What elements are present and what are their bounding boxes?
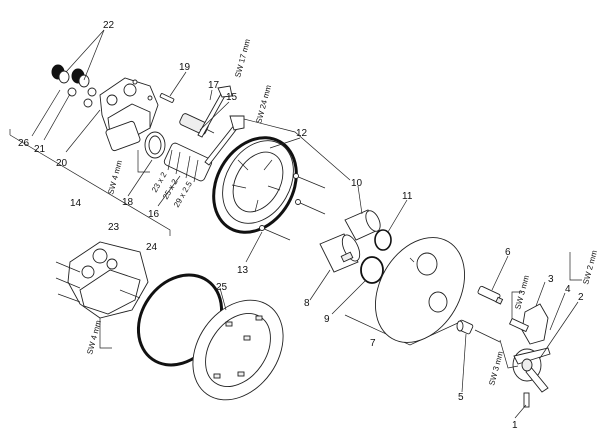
callout-23: 23: [108, 222, 120, 233]
cover-plate: [192, 299, 284, 401]
insert-5: [456, 319, 501, 343]
callout-20: 20: [56, 158, 68, 169]
wrench-sw24: [204, 115, 245, 166]
callout-15: 15: [226, 92, 238, 103]
callout-18: 18: [122, 197, 134, 208]
o-ring-18: [144, 131, 166, 159]
o-ring-11: [374, 229, 392, 251]
label-sw2: SW 2 mm: [581, 249, 599, 286]
callout-25: 25: [216, 282, 228, 293]
screw-19: [159, 93, 175, 103]
callout-26: 26: [18, 138, 30, 149]
wrench-sw17: [197, 85, 233, 138]
callout-8: 8: [304, 298, 310, 309]
callout-21: 21: [34, 144, 46, 155]
callout-22: 22: [103, 20, 115, 31]
callout-16: 16: [148, 209, 160, 220]
callout-10: 10: [351, 178, 363, 189]
extension-sleeve-8: [319, 233, 361, 273]
callout-12: 12: [296, 128, 308, 139]
callout-3: 3: [548, 274, 554, 285]
callout-9: 9: [324, 314, 330, 325]
label-sw4-lower: SW 4 mm: [85, 319, 103, 356]
callout-2: 2: [578, 292, 584, 303]
sleeve-6: [477, 285, 504, 305]
hex-key-sw4-upper: [137, 150, 150, 173]
callout-17: 17: [208, 80, 220, 91]
callout-6: 6: [505, 247, 511, 258]
callout-13: 13: [237, 265, 249, 276]
callout-14: 14: [70, 198, 82, 209]
callout-24: 24: [146, 242, 158, 253]
screws-13: [259, 173, 326, 241]
handle-3: [508, 303, 549, 345]
seal-ring-12: [212, 136, 298, 234]
handle-cross-2: [512, 347, 551, 393]
hex-key-sw3-upper: [511, 291, 522, 318]
callout-11: 11: [402, 191, 413, 202]
o-ring-9: [360, 256, 384, 284]
bracket-7: [344, 314, 461, 346]
callout-1: 1: [512, 420, 518, 431]
callout-7: 7: [370, 338, 376, 349]
label-sw3-lower: SW 3 mm: [487, 350, 505, 387]
hex-key-sw4-lower: [99, 312, 112, 349]
hex-key-sw3-lower: [499, 339, 519, 369]
hex-key-sw2: [569, 252, 582, 281]
callout-4: 4: [565, 284, 571, 295]
bracket-14: [9, 129, 171, 236]
label-sw24: SW 24 mm: [254, 84, 273, 125]
extension-sleeve-10: [344, 209, 381, 241]
trim-plate-7: [375, 237, 465, 343]
valve-body-housing: [99, 77, 159, 152]
rough-plate-12: [222, 140, 294, 224]
check-valve-pair: [51, 64, 97, 108]
callout-5: 5: [458, 392, 464, 403]
bracket-12: [239, 117, 351, 181]
leader-lines: [31, 29, 579, 419]
callout-19: 19: [179, 62, 191, 73]
grub-screw-1: [523, 392, 530, 408]
label-sw4-upper: SW 4 mm: [106, 159, 124, 196]
label-sw17: SW 17 mm: [233, 38, 252, 79]
valve-block-23-24: [55, 241, 149, 319]
